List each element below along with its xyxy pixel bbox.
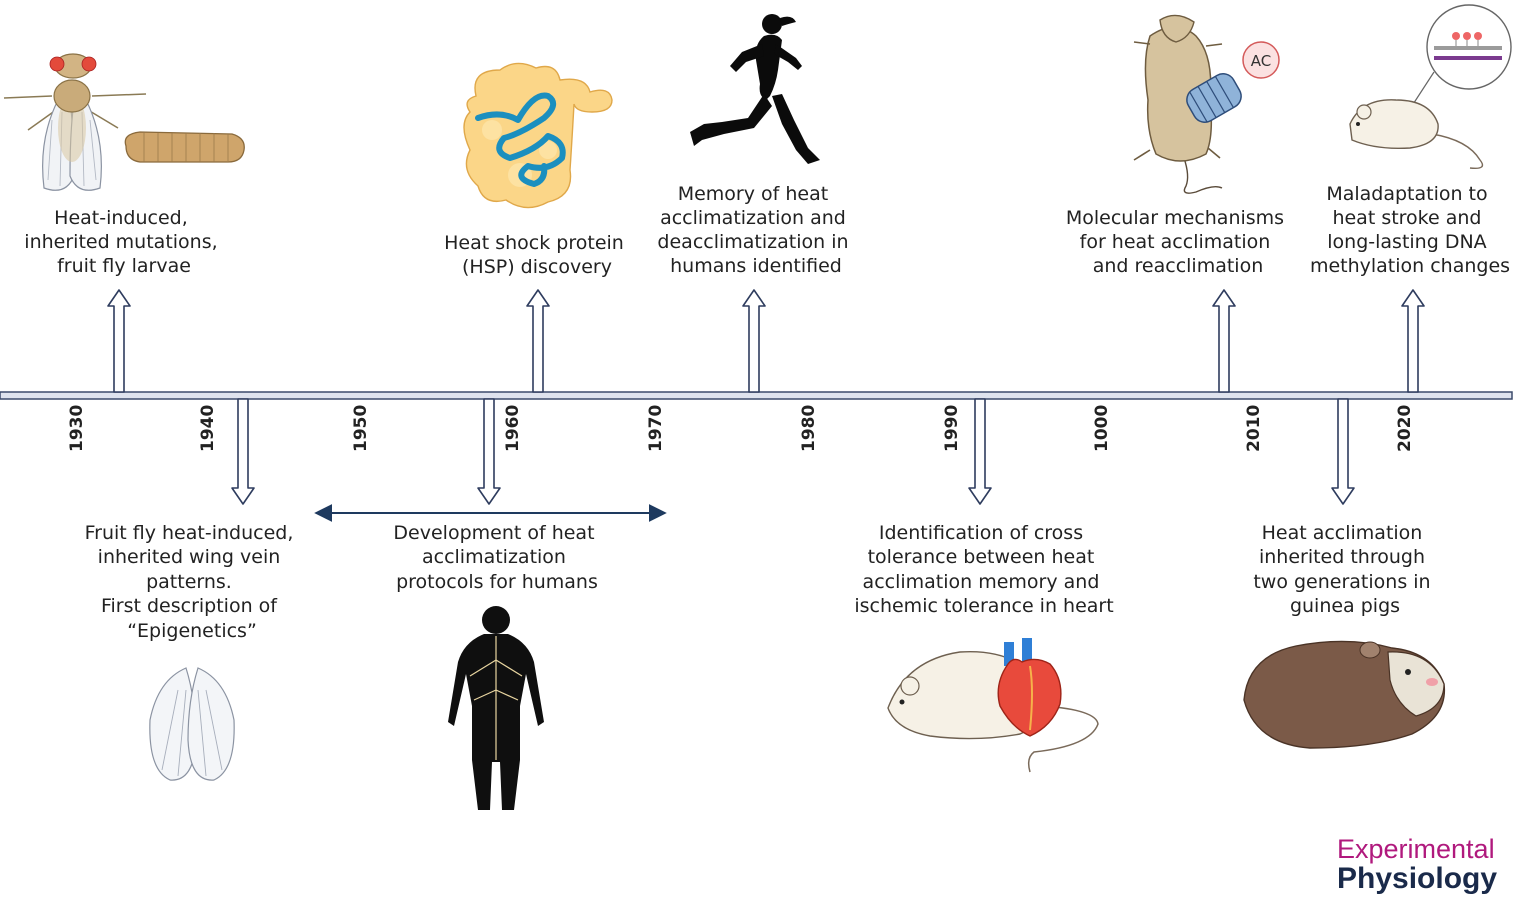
event-label-memory-acclimatization: Memory of heat acclimatization and deacc… (657, 183, 854, 277)
runner-icon (690, 14, 820, 164)
dna-methylation-callout-icon (1407, 4, 1512, 113)
guinea-pig-icon (1243, 640, 1446, 749)
down-arrow (231, 398, 255, 505)
up-arrow (742, 289, 766, 393)
year-label: 1000 (1092, 405, 1112, 452)
up-arrow (107, 289, 131, 393)
larva-icon (124, 131, 245, 163)
up-arrow (526, 289, 550, 393)
human-nervous-system-icon (448, 606, 544, 810)
year-label: 1930 (67, 405, 87, 452)
year-label: 1980 (799, 405, 819, 452)
year-labels: 1930 1940 1950 1960 1970 1980 1990 1000 … (67, 405, 1415, 452)
down-arrow (968, 398, 992, 505)
event-label-fruit-fly-larvae: Heat-induced, inherited mutations, fruit… (24, 207, 223, 277)
year-label: 1950 (351, 405, 371, 452)
logo-line-2: Physiology (1337, 862, 1497, 895)
chromatin-coil-icon (1186, 73, 1242, 123)
timeline-axis (0, 391, 1513, 400)
down-arrow (1331, 398, 1355, 505)
up-arrow (1212, 289, 1236, 393)
up-arrow (1401, 289, 1425, 393)
year-label: 1990 (942, 405, 962, 452)
ac-label: AC (1251, 52, 1271, 70)
acetyl-group-icon: AC (1242, 41, 1280, 79)
down-arrow (477, 398, 501, 505)
year-label: 1960 (503, 405, 523, 452)
logo-line-1: Experimental (1337, 834, 1495, 864)
mouse-icon (1349, 99, 1484, 170)
fly-wings-icon (149, 667, 235, 781)
heat-shock-protein-icon (463, 62, 613, 209)
year-label: 1940 (198, 405, 218, 452)
rat-top-view-icon (1133, 14, 1223, 194)
event-label-protocols: Development of heat acclimatization prot… (393, 522, 600, 593)
event-label-hsp-discovery: Heat shock protein (HSP) discovery (444, 232, 630, 278)
event-label-guinea-pigs: Heat acclimation inherited through two g… (1253, 522, 1436, 617)
rat-with-heart-icon (887, 650, 1099, 773)
event-label-cross-tolerance: Identification of cross tolerance betwee… (854, 522, 1113, 617)
event-label-wing-vein: Fruit fly heat-induced, inherited wing v… (85, 522, 300, 642)
journal-logo: Experimental Physiology (1337, 834, 1497, 895)
year-label: 2020 (1395, 405, 1415, 452)
year-label: 1970 (646, 405, 666, 452)
heart-icon (997, 638, 1062, 737)
event-label-molecular-mechanisms: Molecular mechanisms for heat acclimatio… (1066, 207, 1290, 277)
fruit-fly-icon (3, 53, 147, 191)
year-label: 2010 (1244, 405, 1264, 452)
event-label-maladaptation: Maladaptation to heat stroke and long-la… (1310, 183, 1510, 277)
